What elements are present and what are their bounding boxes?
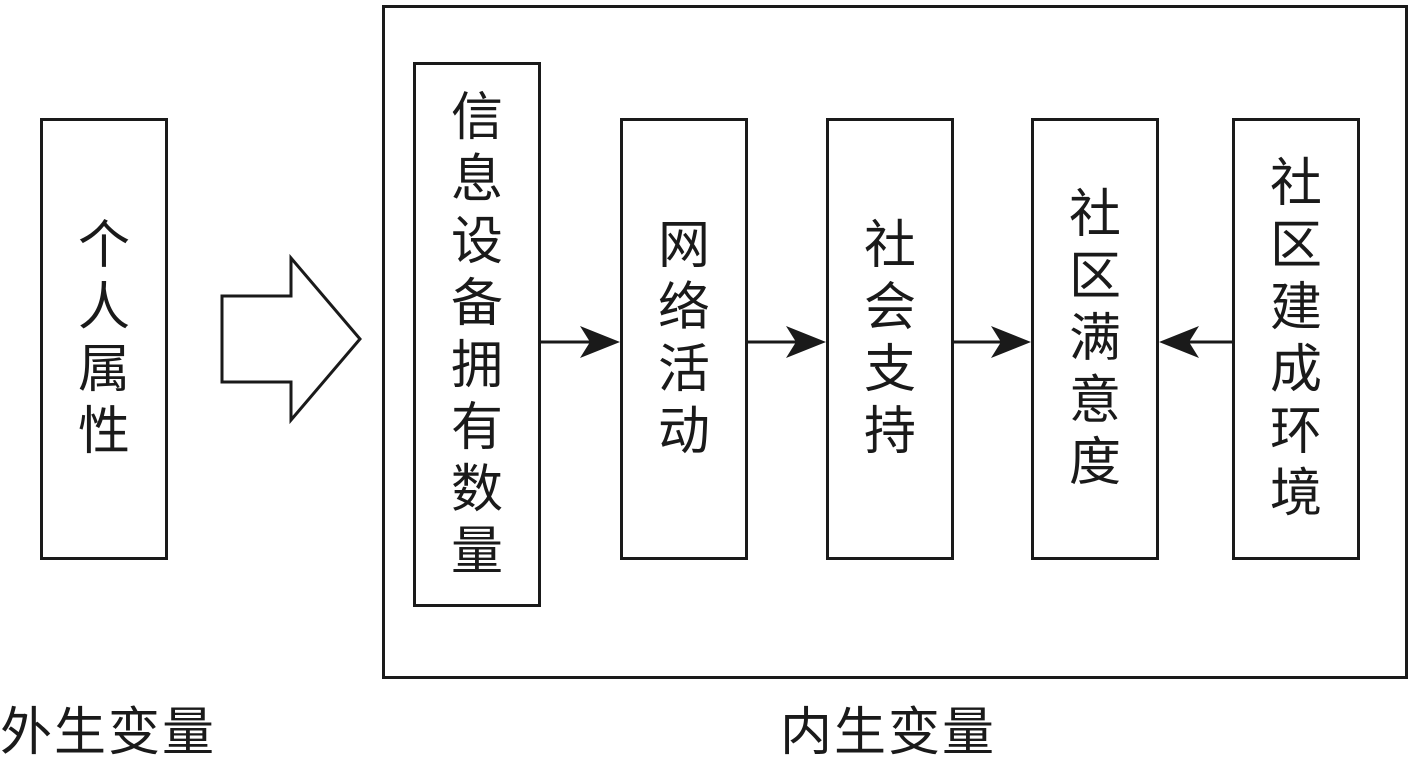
- node-community-satisfaction: 社区满意度: [1031, 118, 1159, 560]
- label-character: 活: [657, 340, 710, 400]
- label-character: 性: [77, 402, 130, 462]
- label-character: 区: [1269, 216, 1322, 276]
- node-built-environment: 社区建成环境: [1232, 118, 1360, 560]
- node-online-activity: 网络活动: [620, 118, 748, 560]
- label-character: 备: [450, 273, 503, 334]
- node-built-environment-label: 社区建成环境: [1235, 121, 1357, 557]
- label-character: 境: [1269, 464, 1322, 524]
- label-character: 个: [77, 216, 130, 276]
- arrowhead-online-to-social: [786, 326, 826, 358]
- node-personal-attributes-label: 个人属性: [43, 121, 165, 557]
- label-character: 人: [77, 278, 130, 338]
- node-personal-attributes: 个人属性: [40, 118, 168, 560]
- label-character: 社: [1068, 185, 1121, 245]
- label-character: 络: [657, 278, 710, 338]
- node-online-activity-label: 网络活动: [623, 121, 745, 557]
- label-character: 信: [450, 87, 503, 148]
- endogenous-group-frame: [382, 5, 1408, 679]
- node-device-ownership-label: 信息设备拥有数量: [416, 65, 538, 604]
- label-character: 成: [1269, 340, 1322, 400]
- node-community-satisfaction-label: 社区满意度: [1034, 121, 1156, 557]
- label-character: 量: [450, 521, 503, 582]
- label-character: 属: [77, 340, 130, 400]
- label-character: 建: [1269, 278, 1322, 338]
- caption-endogenous-variables: 内生变量: [780, 703, 997, 763]
- label-character: 区: [1068, 247, 1121, 307]
- label-character: 有: [450, 397, 503, 458]
- label-character: 网: [657, 216, 710, 276]
- label-character: 持: [863, 402, 916, 462]
- arrowhead-builtenv-to-satisfaction: [1159, 326, 1199, 358]
- label-character: 社: [863, 216, 916, 276]
- label-character: 设: [450, 211, 503, 272]
- big-hollow-arrow: [220, 253, 362, 425]
- label-character: 会: [863, 278, 916, 338]
- caption-exogenous-variables: 外生变量: [0, 703, 217, 763]
- label-character: 息: [450, 149, 503, 210]
- label-character: 环: [1269, 402, 1322, 462]
- arrowhead-social-to-satisfaction: [991, 326, 1031, 358]
- label-character: 意: [1068, 371, 1121, 431]
- label-character: 社: [1269, 154, 1322, 214]
- label-character: 动: [657, 402, 710, 462]
- label-character: 支: [863, 340, 916, 400]
- label-character: 度: [1068, 433, 1121, 493]
- node-device-ownership: 信息设备拥有数量: [413, 62, 541, 607]
- arrowhead-devices-to-online: [580, 326, 620, 358]
- label-character: 满: [1068, 309, 1121, 369]
- label-character: 拥: [450, 335, 503, 396]
- node-social-support: 社会支持: [826, 118, 954, 560]
- node-social-support-label: 社会支持: [829, 121, 951, 557]
- label-character: 数: [450, 459, 503, 520]
